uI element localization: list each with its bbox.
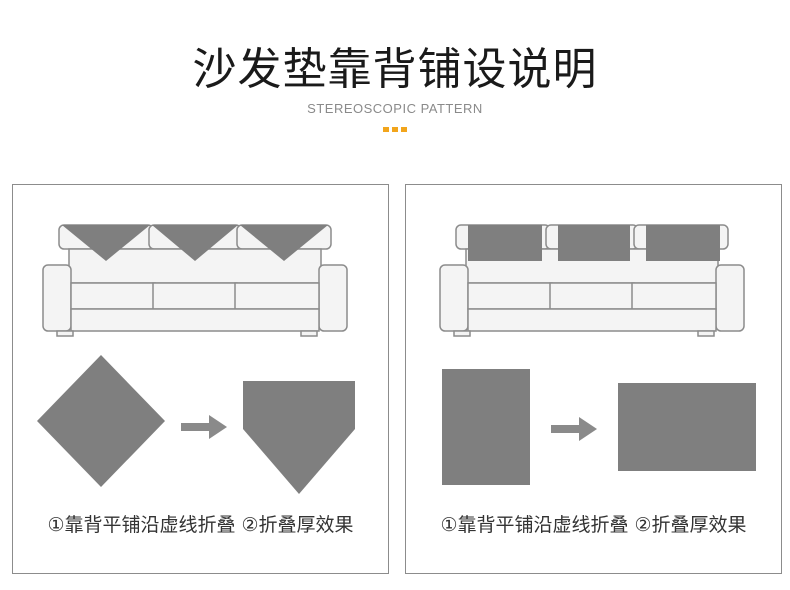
accent-dot (392, 127, 398, 132)
triangle-method-illustration (37, 224, 355, 494)
rectangle-cover (558, 225, 630, 261)
folded-triangle-mat (243, 381, 355, 494)
rectangle-backrest-covers (468, 225, 720, 261)
panel-caption: ①靠背平铺沿虚线折叠 ②折叠厚效果 (47, 514, 354, 536)
panel-caption: ①靠背平铺沿虚线折叠 ②折叠厚效果 (440, 514, 747, 536)
accent-dots (383, 127, 407, 132)
folded-rectangle-mat (618, 383, 756, 471)
triangle-backrest-covers (62, 225, 328, 261)
triangle-cover (152, 225, 238, 261)
panel-rectangle-method: ①靠背平铺沿虚线折叠 ②折叠厚效果 (405, 184, 782, 574)
arrow-right-icon (181, 415, 227, 439)
page-subtitle: STEREOSCOPIC PATTERN (307, 101, 483, 116)
rectangle-method-illustration (439, 224, 756, 485)
triangle-cover (240, 225, 328, 261)
accent-dot (401, 127, 407, 132)
triangle-cover (62, 225, 150, 261)
flat-diamond-mat (37, 355, 165, 487)
rectangle-cover (468, 225, 542, 261)
arrow-right-icon (551, 417, 597, 441)
rectangle-cover (646, 225, 720, 261)
panel-triangle-method: ①靠背平铺沿虚线折叠 ②折叠厚效果 (12, 184, 389, 574)
flat-rectangle-mat (442, 369, 530, 485)
page-title: 沙发垫靠背铺设说明 (192, 44, 598, 95)
accent-dot (383, 127, 389, 132)
